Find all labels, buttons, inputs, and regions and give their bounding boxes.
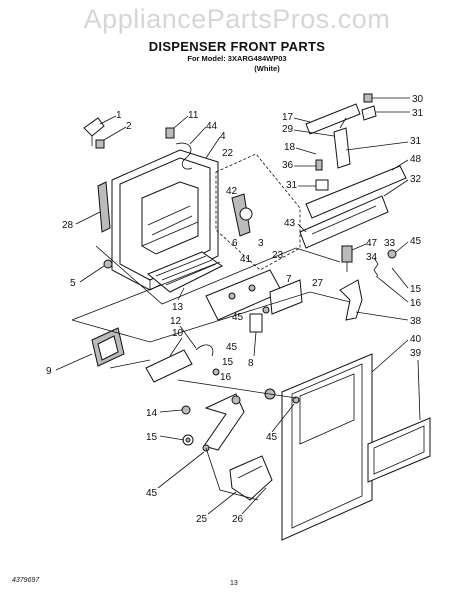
callout-28: 28 — [62, 220, 74, 231]
callout-3: 3 — [258, 238, 264, 249]
assembly-lines — [71, 245, 351, 501]
part-10-plate — [145, 349, 193, 383]
part-40-front-panel — [281, 353, 373, 541]
part-17-bar — [305, 103, 361, 135]
part-5-screw — [103, 259, 113, 269]
callout-4: 4 — [220, 131, 226, 142]
callout-labels: 1 2 11 44 4 22 28 42 6 3 5 41 23 7 13 27… — [46, 94, 424, 525]
part-27-plate — [269, 279, 303, 315]
callout-7: 7 — [286, 274, 292, 285]
callout-8: 8 — [248, 358, 254, 369]
part-lever-assembly — [181, 393, 245, 451]
part-25-funnel — [229, 455, 273, 501]
callout-13: 13 — [172, 302, 184, 313]
part-1-bracket — [83, 117, 105, 146]
part-28-strip — [97, 181, 111, 233]
callout-26: 26 — [232, 514, 244, 525]
callout-45-d: 45 — [410, 236, 422, 247]
callout-16-b: 16 — [410, 298, 422, 309]
callout-39: 39 — [410, 348, 422, 359]
part-34-spring — [373, 257, 379, 277]
callout-29: 29 — [282, 124, 294, 135]
diagram-title: DISPENSER FRONT PARTS — [148, 39, 326, 54]
callout-31-c: 31 — [286, 180, 298, 191]
callout-6: 6 — [232, 238, 238, 249]
part-2-screw — [95, 139, 105, 149]
part-44-harness — [175, 142, 193, 170]
callout-27: 27 — [312, 278, 324, 289]
callout-14: 14 — [146, 408, 158, 419]
callout-44: 44 — [206, 121, 218, 132]
callout-11: 11 — [188, 110, 199, 121]
part-30-screw — [363, 93, 373, 103]
part-47-solenoid — [341, 245, 353, 272]
callout-43: 43 — [284, 218, 296, 229]
part-15-washer — [182, 434, 194, 446]
part-11-knob — [165, 127, 175, 139]
footer-code: 4379697 — [12, 577, 40, 584]
callout-31-a: 31 — [412, 108, 424, 119]
callout-30: 30 — [412, 94, 424, 105]
part-45-screws — [202, 306, 300, 452]
callout-10: 10 — [172, 328, 184, 339]
part-9-switch — [91, 327, 125, 367]
callout-45-b: 45 — [226, 342, 238, 353]
callout-5: 5 — [70, 278, 76, 289]
callout-31-b: 31 — [410, 136, 422, 147]
watermark: AppliancePartsPros.com — [83, 4, 391, 34]
part-8-spacer — [249, 313, 263, 333]
callout-42: 42 — [226, 186, 238, 197]
callout-45-a: 45 — [232, 312, 244, 323]
callout-40: 40 — [410, 334, 422, 345]
callout-15-b: 15 — [146, 432, 158, 443]
callout-48: 48 — [410, 154, 422, 165]
callout-47: 47 — [366, 238, 378, 249]
part-13-grille — [147, 251, 223, 293]
part-33-screw — [387, 249, 397, 259]
callout-25: 25 — [196, 514, 208, 525]
callout-23: 23 — [272, 250, 284, 261]
color-line: (White) — [254, 64, 280, 73]
part-43-housing — [299, 195, 389, 249]
part-22-dashed-group — [215, 153, 301, 271]
callout-16-a: 16 — [220, 372, 232, 383]
callout-45-e: 45 — [266, 432, 278, 443]
callout-36: 36 — [282, 160, 294, 171]
callout-41: 41 — [240, 254, 252, 265]
callout-12: 12 — [170, 316, 182, 327]
callout-9: 9 — [46, 366, 52, 377]
page-number: 13 — [230, 580, 238, 587]
callout-33: 33 — [384, 238, 396, 249]
callout-34: 34 — [366, 252, 378, 263]
part-12-clip — [195, 344, 214, 357]
part-31-clip — [361, 105, 377, 121]
callout-1: 1 — [116, 110, 122, 121]
callout-18: 18 — [284, 142, 296, 153]
part-38-lever — [339, 279, 363, 321]
callout-45-c: 45 — [146, 488, 158, 499]
part-36-screw — [315, 159, 323, 171]
callout-22: 22 — [222, 148, 234, 159]
part-48-rail — [305, 165, 407, 219]
callout-17: 17 — [282, 112, 294, 123]
callout-38: 38 — [410, 316, 422, 327]
part-31b-bracket — [315, 179, 329, 191]
model-line: For Model: 3XARG484WP03 — [187, 54, 287, 63]
part-7-board — [205, 269, 283, 321]
callout-32: 32 — [410, 174, 422, 185]
callout-2: 2 — [126, 121, 132, 132]
part-42-arm — [231, 193, 253, 237]
dispenser-housing — [111, 149, 219, 291]
part-29-motor — [333, 117, 351, 169]
callout-15-a: 15 — [222, 357, 234, 368]
part-39-trim — [367, 417, 431, 483]
callout-15-c: 15 — [410, 284, 422, 295]
